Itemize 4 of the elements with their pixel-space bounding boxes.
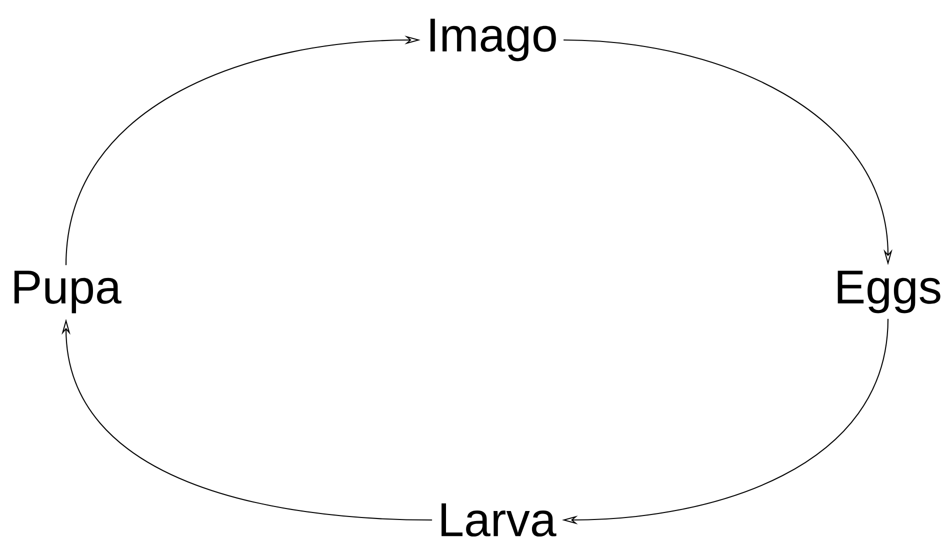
stage-label: Imago	[430, 18, 556, 62]
stage-label: Pupa	[14, 270, 122, 314]
stage-label: Larva	[442, 503, 556, 537]
stage-label: Eggs	[838, 270, 940, 314]
